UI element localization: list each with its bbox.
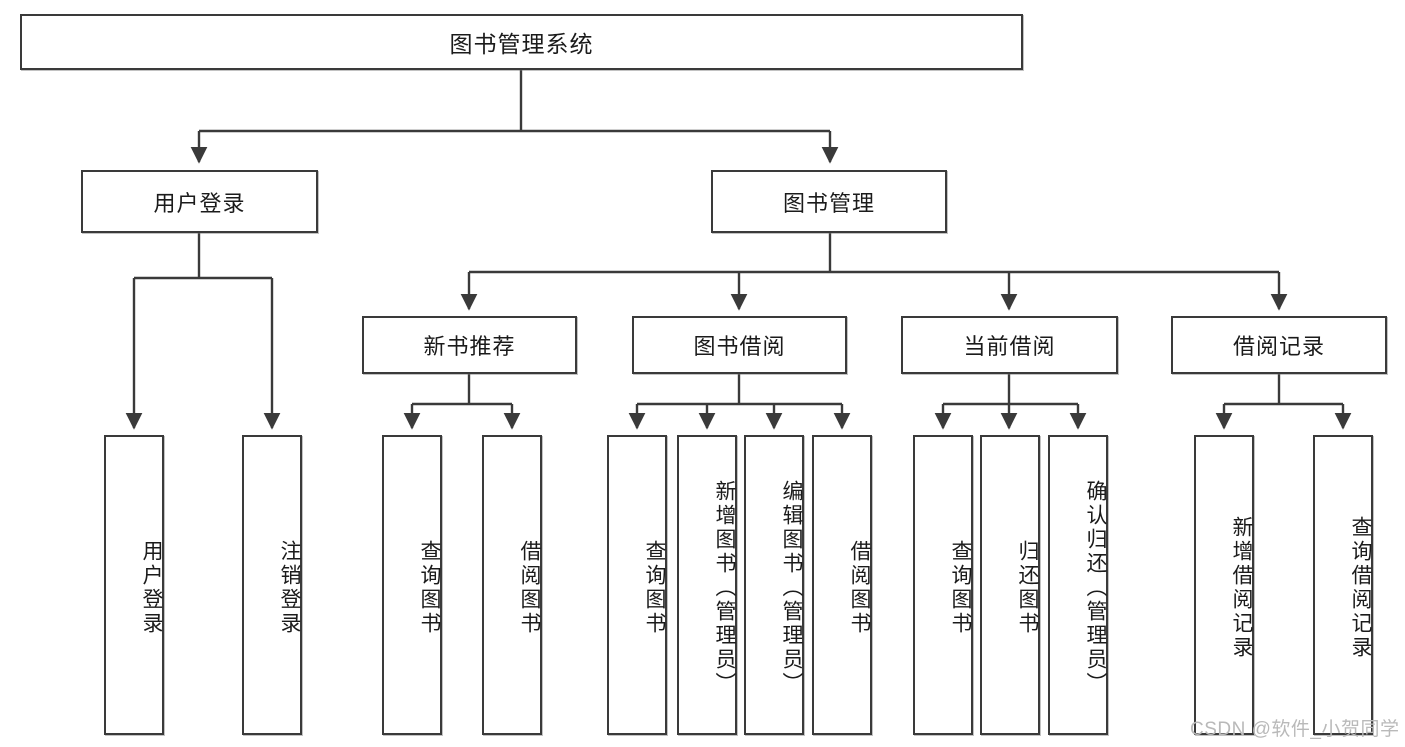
node-label: 确认归还（管理员） — [1084, 480, 1107, 696]
node-label: 用户登录 — [140, 540, 163, 636]
leaf-new-book-query[interactable]: 查询图书 — [382, 435, 442, 735]
leaf-current-return-book[interactable]: 归还图书 — [980, 435, 1040, 735]
node-root-book-management-system[interactable]: 图书管理系统 — [20, 14, 1023, 70]
node-label: 当前借阅 — [963, 334, 1056, 359]
node-label: 编辑图书（管理员） — [780, 480, 803, 696]
node-book-management[interactable]: 图书管理 — [711, 170, 947, 233]
node-label: 新书推荐 — [423, 334, 516, 359]
leaf-borrow-query-book[interactable]: 查询图书 — [607, 435, 667, 735]
node-label: 查询图书 — [418, 540, 441, 636]
leaf-record-query-borrow-record[interactable]: 查询借阅记录 — [1313, 435, 1373, 735]
leaf-borrow-borrow-book[interactable]: 借阅图书 — [812, 435, 872, 735]
leaf-record-add-borrow-record[interactable]: 新增借阅记录 — [1194, 435, 1254, 735]
csdn-watermark: CSDN @软件_小贺同学 — [1190, 719, 1400, 740]
node-label: 归还图书 — [1016, 540, 1039, 636]
node-label: 图书借阅 — [693, 334, 786, 359]
node-label: 借阅图书 — [848, 540, 871, 636]
leaf-new-book-borrow[interactable]: 借阅图书 — [482, 435, 542, 735]
node-new-book-recommend[interactable]: 新书推荐 — [362, 316, 577, 374]
leaf-current-query-book[interactable]: 查询图书 — [913, 435, 973, 735]
node-current-borrow[interactable]: 当前借阅 — [901, 316, 1118, 374]
node-label: 借阅图书 — [518, 540, 541, 636]
node-label: 查询图书 — [949, 540, 972, 636]
node-label: 查询图书 — [643, 540, 666, 636]
leaf-borrow-edit-book-admin[interactable]: 编辑图书（管理员） — [744, 435, 804, 735]
node-label: 注销登录 — [278, 540, 301, 636]
node-label: 新增图书（管理员） — [713, 480, 736, 696]
node-label: 查询借阅记录 — [1349, 516, 1372, 660]
node-user-login[interactable]: 用户登录 — [81, 170, 318, 233]
leaf-current-confirm-return-admin[interactable]: 确认归还（管理员） — [1048, 435, 1108, 735]
node-label: 新增借阅记录 — [1230, 516, 1253, 660]
node-label: 图书管理 — [782, 190, 875, 216]
node-book-borrow[interactable]: 图书借阅 — [632, 316, 847, 374]
node-label: 用户登录 — [153, 190, 246, 216]
leaf-borrow-add-book-admin[interactable]: 新增图书（管理员） — [677, 435, 737, 735]
node-borrow-record[interactable]: 借阅记录 — [1171, 316, 1387, 374]
node-label: 借阅记录 — [1232, 334, 1325, 359]
leaf-user-login-signout[interactable]: 注销登录 — [242, 435, 302, 735]
node-label: 图书管理系统 — [449, 31, 594, 57]
leaf-user-login-signin[interactable]: 用户登录 — [104, 435, 164, 735]
